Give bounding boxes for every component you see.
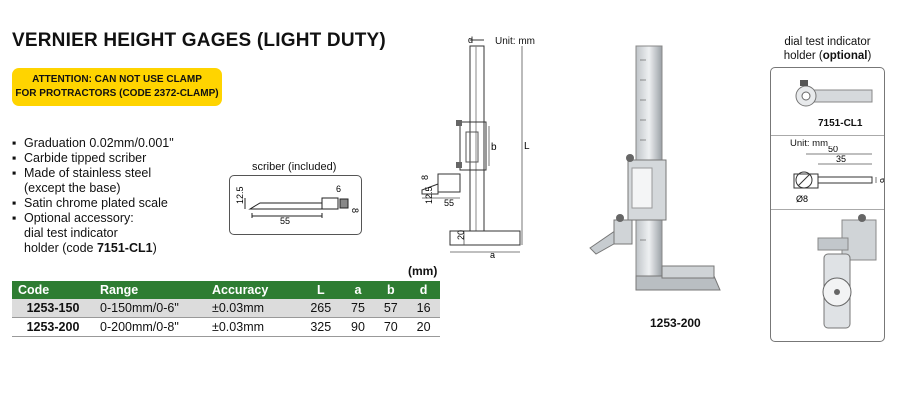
table-header-row: Code Range Accuracy L a b d bbox=[12, 281, 440, 299]
accessory-optional: optional bbox=[822, 50, 868, 62]
drawing-label-8: 8 bbox=[420, 175, 430, 180]
accessory-photo-1 bbox=[795, 80, 873, 107]
accessory-dimension-drawing: 50 35 6 Ø8 bbox=[793, 146, 884, 204]
col-header-accuracy: Accuracy bbox=[206, 281, 300, 299]
col-header-d: d bbox=[407, 281, 440, 299]
scriber-dim-length: 55 bbox=[280, 216, 290, 226]
scriber-label: scriber (included) bbox=[252, 161, 337, 173]
accessory-frame bbox=[770, 67, 885, 342]
feature-accessory-code: 7151-CL1 bbox=[96, 241, 153, 255]
feature-item: ▪Graduation 0.02mm/0.001" bbox=[12, 136, 174, 150]
drawing-label-12-5: 12.5 bbox=[424, 186, 434, 204]
table-row: 1253-200 0-200mm/0-8" ±0.03mm 325 90 70 … bbox=[12, 317, 440, 337]
col-header-L: L bbox=[300, 281, 342, 299]
col-header-b: b bbox=[374, 281, 408, 299]
feature-item: ▪Satin chrome plated scale bbox=[12, 196, 168, 210]
col-header-a: a bbox=[341, 281, 375, 299]
accessory-dim-50: 50 bbox=[828, 146, 838, 154]
feature-item-continued: holder (code 7151-CL1) bbox=[24, 241, 157, 255]
drawing-label-b: b bbox=[491, 142, 497, 153]
drawing-label-L: L bbox=[524, 141, 530, 152]
accessory-code: 7151-CL1 bbox=[818, 118, 863, 129]
accessory-unit: Unit: mm bbox=[790, 138, 828, 149]
scriber-dim-side: 8 bbox=[350, 208, 360, 213]
accessory-dim-35: 35 bbox=[836, 154, 846, 164]
accessory-title: dial test indicator holder (optional) bbox=[783, 36, 872, 62]
feature-item: ▪Made of stainless steel bbox=[12, 166, 152, 180]
feature-list: ▪Graduation 0.02mm/0.001" ▪Carbide tippe… bbox=[12, 136, 174, 256]
accessory-divider bbox=[771, 209, 884, 210]
accessory-dim-6: 6 bbox=[878, 178, 884, 183]
col-header-range: Range bbox=[94, 281, 206, 299]
attention-line-2: FOR PROTRACTORS (CODE 2372-CLAMP) bbox=[15, 88, 219, 99]
accessory-dim-diameter: Ø8 bbox=[796, 194, 808, 204]
col-header-code: Code bbox=[12, 281, 94, 299]
accessory-divider bbox=[771, 135, 884, 136]
scriber-dim-height: 12.5 bbox=[235, 186, 245, 204]
attention-line-1: ATTENTION: CAN NOT USE CLAMP bbox=[32, 74, 202, 85]
spec-table: Code Range Accuracy L a b d 1253-150 0-1… bbox=[12, 281, 440, 337]
feature-item-continued: (except the base) bbox=[24, 181, 121, 195]
photo-caption: 1253-200 bbox=[650, 316, 701, 330]
drawing-unit: Unit: mm bbox=[495, 36, 535, 47]
accessory-photo-2 bbox=[817, 214, 877, 329]
drawing-label-55: 55 bbox=[444, 198, 454, 208]
scriber-diagram-frame: 12.5 55 6 8 bbox=[229, 175, 362, 235]
feature-item-continued: dial test indicator bbox=[24, 226, 118, 240]
scriber-dim-tip: 6 bbox=[336, 184, 341, 194]
drawing-label-d: d bbox=[468, 35, 473, 45]
feature-item: ▪Optional accessory: bbox=[12, 211, 134, 225]
feature-item: ▪Carbide tipped scriber bbox=[12, 151, 147, 165]
attention-notice: ATTENTION: CAN NOT USE CLAMP FOR PROTRAC… bbox=[12, 68, 222, 106]
drawing-label-a: a bbox=[490, 250, 495, 259]
drawing-label-20: 20 bbox=[456, 230, 466, 240]
scriber-diagram: 12.5 55 6 8 bbox=[235, 184, 360, 226]
product-photo bbox=[589, 45, 721, 291]
table-unit-label: (mm) bbox=[408, 264, 438, 278]
page-title: VERNIER HEIGHT GAGES (LIGHT DUTY) bbox=[12, 30, 386, 51]
height-gage-drawing: d L b a 20 55 8 12.5 bbox=[420, 35, 530, 259]
table-row: 1253-150 0-150mm/0-6" ±0.03mm 265 75 57 … bbox=[12, 299, 440, 318]
